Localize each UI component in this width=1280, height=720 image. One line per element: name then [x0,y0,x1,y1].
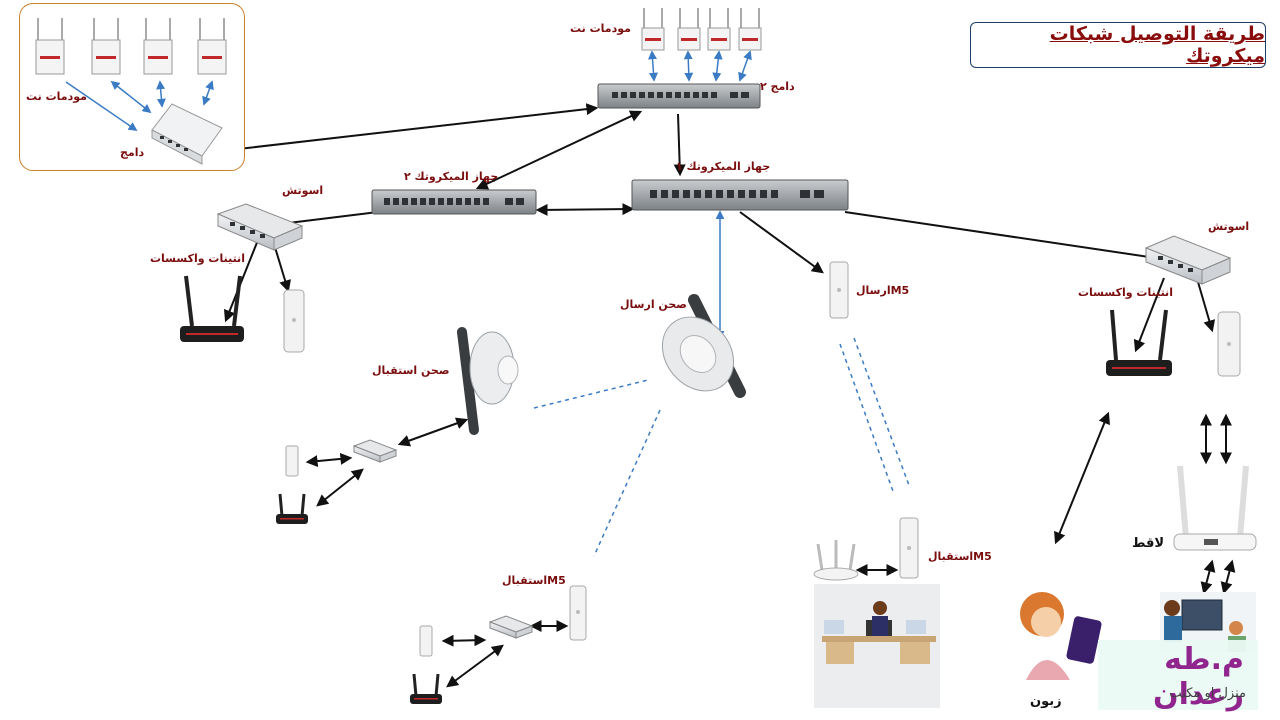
modem-top-4 [738,8,762,51]
label-switch-right: اسوتش [1208,220,1250,233]
switch-small-bottom [488,615,534,639]
router-white-mid [813,540,859,581]
link-ap-bottom-to-switch [441,634,487,647]
link-mikrotik1-to-m5-send [739,211,824,274]
link-switch-to-ap-small [305,452,353,468]
wireless-dish-to-m5-bottom [593,409,661,557]
link-dish-rx-to-switch [397,417,469,447]
link-switch-left-to-ap [273,243,291,293]
receiver-router [1173,465,1257,551]
label-m5-receive-mid: M5استقبال [928,550,992,563]
modem-top-1 [641,8,665,51]
brand-name: م.طه رعدان [1153,642,1244,712]
label-antennas-right: انتينات واكسسات [1078,286,1173,299]
router-small-bottom [410,673,442,704]
access-point-small-bottom [419,625,433,657]
wireless-dish-to-dish [533,379,649,409]
link-modem-top-3 [712,50,723,82]
access-point-left [283,289,305,353]
switch-small-mid [352,439,398,463]
link-modem-top-2 [683,50,694,82]
link-modem-top-1 [648,50,658,82]
modem-top-3 [707,8,731,51]
label-m5-send: M5ارسال [856,284,910,297]
access-point-small-mid [285,445,299,477]
brand-subtitle: منزل او مكتب [1169,686,1247,701]
link-modem-top-4 [738,50,752,82]
title-box: طريقة التوصيل شبكات ميكروتك [970,22,1266,68]
mikrotik-1-rack [631,179,849,211]
label-merger-small: دامج [120,146,145,159]
switch-right [1144,235,1232,285]
link-switch-right-to-ap [1197,281,1216,333]
access-point-right [1217,311,1241,377]
label-modems-top: مودمات نت [570,22,631,35]
link-receiver-to-office-a [1200,559,1216,595]
mikrotik-2-rack [371,189,537,215]
modem-top-2 [677,8,701,51]
label-mikrotik-1: جهاز الميكروتك ١ [676,160,771,173]
link-merger-to-merger2 [211,103,599,153]
router-right [1106,309,1172,376]
router-left [180,275,244,342]
wireless-links [533,337,911,557]
customer-figure [1020,592,1102,680]
link-receiver-to-office-b [1220,559,1236,595]
wireless-m5-beam-a [839,343,895,495]
m5-receive-bottom [569,585,587,641]
dish-send [661,294,746,398]
link-switch-right-to-router [1133,277,1165,353]
link-merger2-to-mikrotik1 [673,113,686,177]
wireless-m5-beam-b [853,337,911,489]
label-dish-receive: صحن استقبال [372,364,450,377]
office-scene-mid [814,584,940,708]
label-dish-send: صحن ارسال [620,298,687,311]
wired-links [211,103,1236,688]
label-modems-left: مودمات نت [26,90,87,103]
link-customer-to-router-right [1054,411,1110,545]
label-merger-2: دامج ٢ [760,80,795,93]
dish-receive [457,327,519,435]
m5-receive-mid [899,517,919,579]
label-m5-receive-bottom: M5استقبال [502,574,566,587]
label-receiver: لاقط [1132,536,1165,551]
group-modems-left [35,18,227,165]
link-router-bottom-to-switch [446,644,504,688]
m5-send [829,261,849,319]
brand-box: م.طه رعدان منزل او مكتب [1098,640,1258,712]
link-switch-left-to-router [223,239,259,323]
router-small-mid [276,493,308,524]
link-mikrotik2-to-merger2 [475,110,643,190]
label-antennas-left: انتينات واكسسات [150,252,245,265]
link-mikrotik1-to-switch-right [844,211,1159,263]
merger-2-rack [597,83,761,109]
switch-left [216,203,304,251]
label-switch-left: اسوتش [282,184,324,197]
link-mikrotik2-to-mikrotik1 [535,203,635,216]
link-switch-to-router-small [316,468,364,507]
label-mikrotik-2: جهاز الميكروتك ٢ [404,170,499,183]
label-customer: زبون [1030,694,1062,709]
page-title: طريقة التوصيل شبكات ميكروتك [1049,23,1265,67]
modems-top [641,8,762,51]
